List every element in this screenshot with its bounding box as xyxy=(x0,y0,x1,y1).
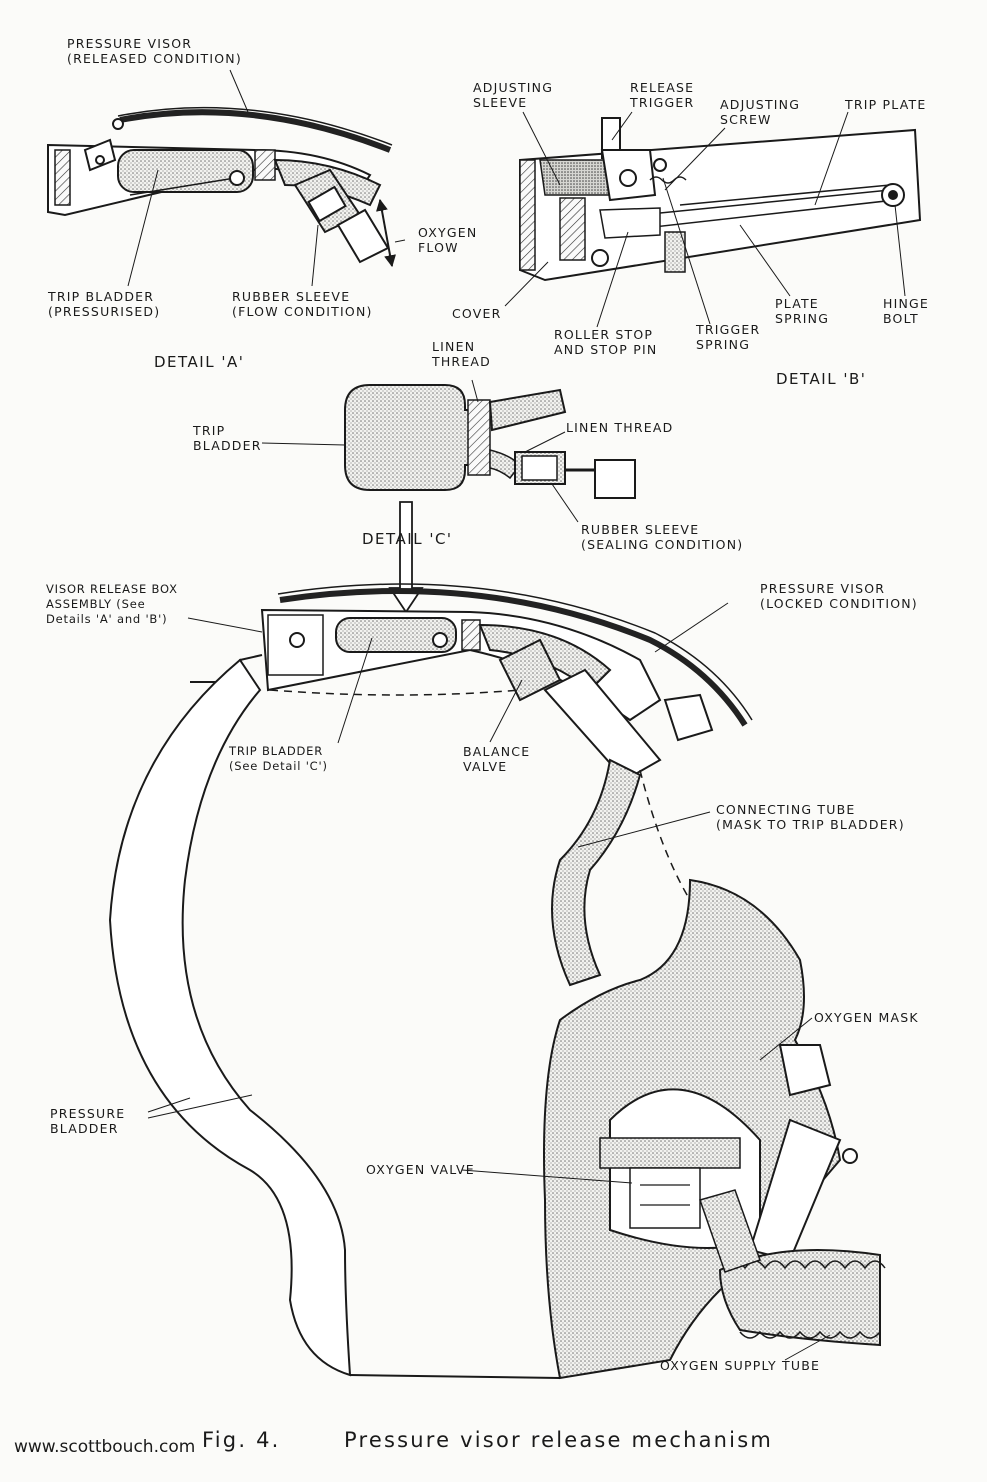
detail-b-leaders xyxy=(504,111,906,328)
detail-c-leaders xyxy=(261,379,579,523)
main-assembly-leaders xyxy=(147,602,831,1361)
figure-caption: Fig. 4. Pressure visor release mechanism xyxy=(202,1428,773,1452)
figure-title: Pressure visor release mechanism xyxy=(344,1428,773,1452)
label-trip-plate: TRIP PLATE xyxy=(845,97,927,112)
detail-a-drawing xyxy=(47,106,393,264)
detail-a-leaders xyxy=(127,69,406,287)
label-oxygen-mask: OXYGEN MASK xyxy=(814,1010,919,1025)
title-detail-c: DETAIL 'C' xyxy=(362,530,453,548)
label-trip-bladder-pressurised: TRIP BLADDER(PRESSURISED) xyxy=(48,289,161,319)
label-oxygen-valve: OXYGEN VALVE xyxy=(366,1162,475,1177)
label-pressure-visor-released: PRESSURE VISOR(RELEASED CONDITION) xyxy=(67,36,242,66)
title-detail-a: DETAIL 'A' xyxy=(154,353,245,371)
detail-c-drawing xyxy=(344,384,636,499)
label-cover: COVER xyxy=(452,306,502,321)
main-assembly-drawing xyxy=(108,583,886,1380)
label-pressure-visor-locked: PRESSURE VISOR(LOCKED CONDITION) xyxy=(760,581,918,611)
figure-number: Fig. 4. xyxy=(202,1428,281,1452)
label-linen-thread-right: LINEN THREAD xyxy=(566,420,674,435)
website-watermark: www.scottbouch.com xyxy=(14,1437,196,1457)
detail-c-pointer-arrow xyxy=(388,501,424,614)
label-oxygen-supply-tube: OXYGEN SUPPLY TUBE xyxy=(660,1358,821,1373)
title-detail-b: DETAIL 'B' xyxy=(776,370,867,388)
oxygen-flow-arrow xyxy=(376,198,396,268)
label-rubber-sleeve-flow: RUBBER SLEEVE(FLOW CONDITION) xyxy=(232,289,373,319)
detail-b-drawing xyxy=(519,117,922,282)
label-connecting-tube: CONNECTING TUBE(MASK TO TRIP BLADDER) xyxy=(716,802,905,832)
label-trip-bladder-main: TRIP BLADDER(See Detail 'C') xyxy=(229,744,328,773)
label-rubber-sleeve-sealing: RUBBER SLEEVE(SEALING CONDITION) xyxy=(581,522,744,552)
